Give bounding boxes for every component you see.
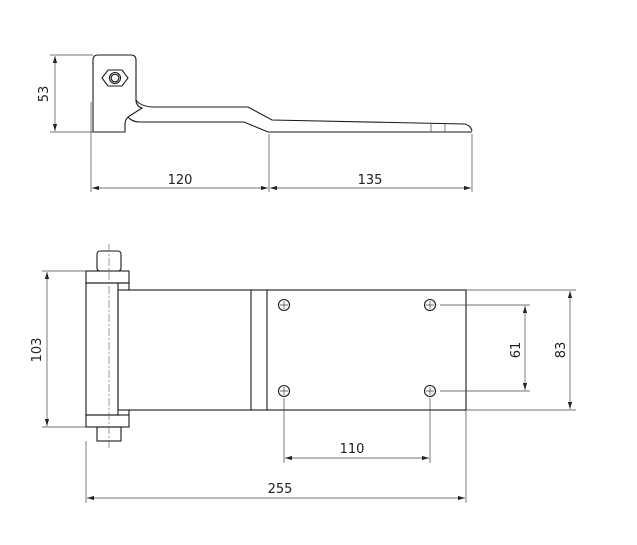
- hole: [423, 298, 437, 312]
- nut-bolt-circle: [108, 71, 122, 85]
- dim-label-hole-vertical: 61: [509, 342, 524, 359]
- arm-lower-edge: [127, 116, 472, 133]
- dim-label-plate-height: 83: [554, 342, 569, 359]
- hole: [277, 298, 291, 312]
- hole: [423, 384, 437, 398]
- side-view: 53 120 135: [37, 54, 473, 192]
- dim-label-hole-horizontal: 110: [340, 442, 365, 457]
- hole: [277, 384, 291, 398]
- bottom-washer: [85, 414, 130, 428]
- dim-label-overall-length: 255: [268, 482, 293, 497]
- dim-label-overall-height: 103: [30, 338, 45, 363]
- dim-label-right: 135: [358, 173, 383, 188]
- mounting-holes: [277, 298, 437, 398]
- nut-hex-icon: [101, 69, 129, 87]
- hinge-plate: [117, 289, 467, 411]
- hinge-block-side: [92, 54, 144, 133]
- pin-barrel: [85, 282, 119, 416]
- top-view: 103 83 61 110 255: [30, 244, 576, 503]
- top-washer: [85, 270, 130, 284]
- arm-upper-edge: [135, 99, 473, 132]
- dim-label-left: 120: [168, 173, 193, 188]
- dim-label-height: 53: [37, 86, 52, 103]
